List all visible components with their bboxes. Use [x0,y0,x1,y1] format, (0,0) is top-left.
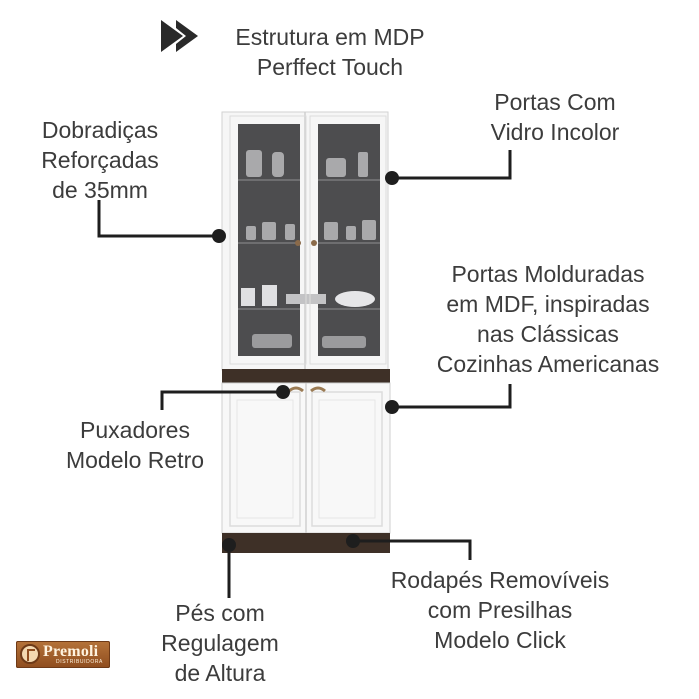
glass-door-knob [311,240,317,246]
framed-doors-line-4: Cozinhas Americanas [436,351,660,377]
brand-logo: Premoli DISTRIBUIDORA [16,641,110,668]
framed-doors-label: Portas Molduradas em MDF, inspiradas nas… [410,259,686,379]
plinths-line-2: com Presilhas [427,597,573,623]
retro-handle [310,386,326,393]
glass-door-knob [295,240,301,246]
glass-doors-label: Portas Com Vidro Incolor [470,87,640,147]
handles-label: Puxadores Modelo Retro [40,415,230,475]
leader-lines [97,150,512,598]
feet-label: Pés com Regulagem de Altura [145,598,295,688]
brand-name: Premoli [43,643,99,660]
feet-line-1: Pés com [175,600,265,626]
brand-tagline: DISTRIBUIDORA [56,659,103,665]
feet-line-3: de Altura [174,660,266,686]
feet-line-2: Regulagem [161,630,279,656]
double-chevron-right-icon [161,20,198,52]
header-line-1: Estrutura em MDP [235,24,425,50]
framed-doors-line-2: em MDF, inspiradas [446,291,650,317]
upper-glass-cabinet [221,111,389,371]
hinges-line-2: Reforçadas [41,147,159,173]
framed-doors-line-3: nas Clássicas [477,321,619,347]
retro-handle [288,386,304,393]
plinth [222,533,390,553]
framed-doors-line-1: Portas Molduradas [451,261,645,287]
header-title: Estrutura em MDP Perffect Touch [210,22,450,82]
plinths-line-1: Rodapés Removíveis [390,567,610,593]
leader-dots [212,171,399,552]
handles-line-1: Puxadores [80,417,190,443]
header-line-2: Perffect Touch [256,54,404,80]
glass-doors-line-2: Vidro Incolor [490,119,620,145]
glass-doors-line-1: Portas Com [494,89,616,115]
brand-mark-icon [20,644,40,664]
plinths-line-3: Modelo Click [434,627,566,653]
hinges-line-1: Dobradiças [41,117,159,143]
handles-line-2: Modelo Retro [65,447,205,473]
hinges-line-3: de 35mm [52,177,148,203]
hinges-label: Dobradiças Reforçadas de 35mm [20,115,180,205]
plinths-label: Rodapés Removíveis com Presilhas Modelo … [360,565,640,655]
lower-cabinet [221,382,391,534]
counter-top [222,369,390,383]
